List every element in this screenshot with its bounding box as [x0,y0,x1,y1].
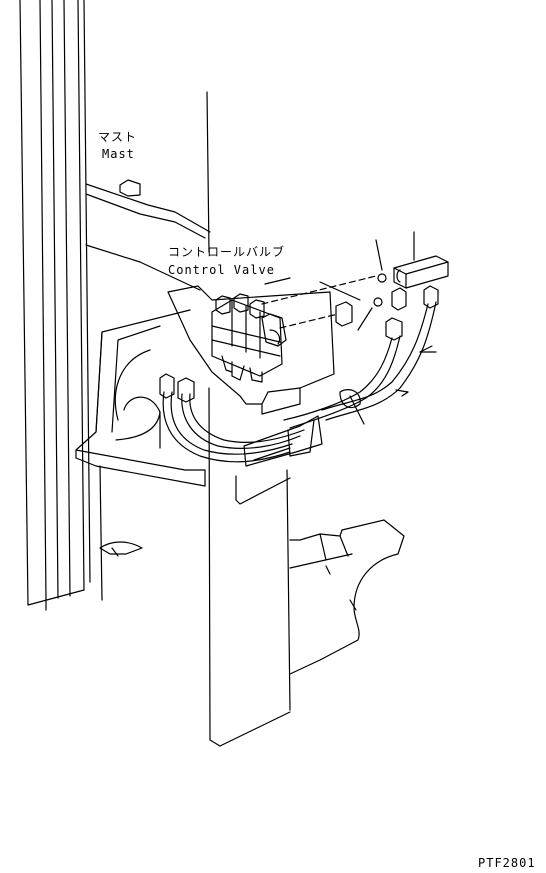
left-hoses [159,373,305,463]
leader-lines [261,275,377,329]
mount-bracket [75,309,206,601]
lower-frame [289,519,405,675]
mast-label-jp: マスト [98,130,138,144]
drawing-code: PTF2801 [478,856,536,870]
control-valve-icon [211,293,287,383]
hose-clamp [243,415,323,467]
mast-icon [19,0,91,611]
hose-fitting-icon [335,231,449,341]
hydraulic-hose-icon [283,301,437,429]
control-valve-label-jp: コントロールバルブ [168,245,286,259]
control-valve-label-en: Control Valve [168,263,275,277]
valve-mount-plate [167,285,335,415]
pointer-lines [395,351,437,393]
cross-beam [85,179,211,291]
mast-label-en: Mast [102,147,135,161]
support-post [206,91,291,747]
